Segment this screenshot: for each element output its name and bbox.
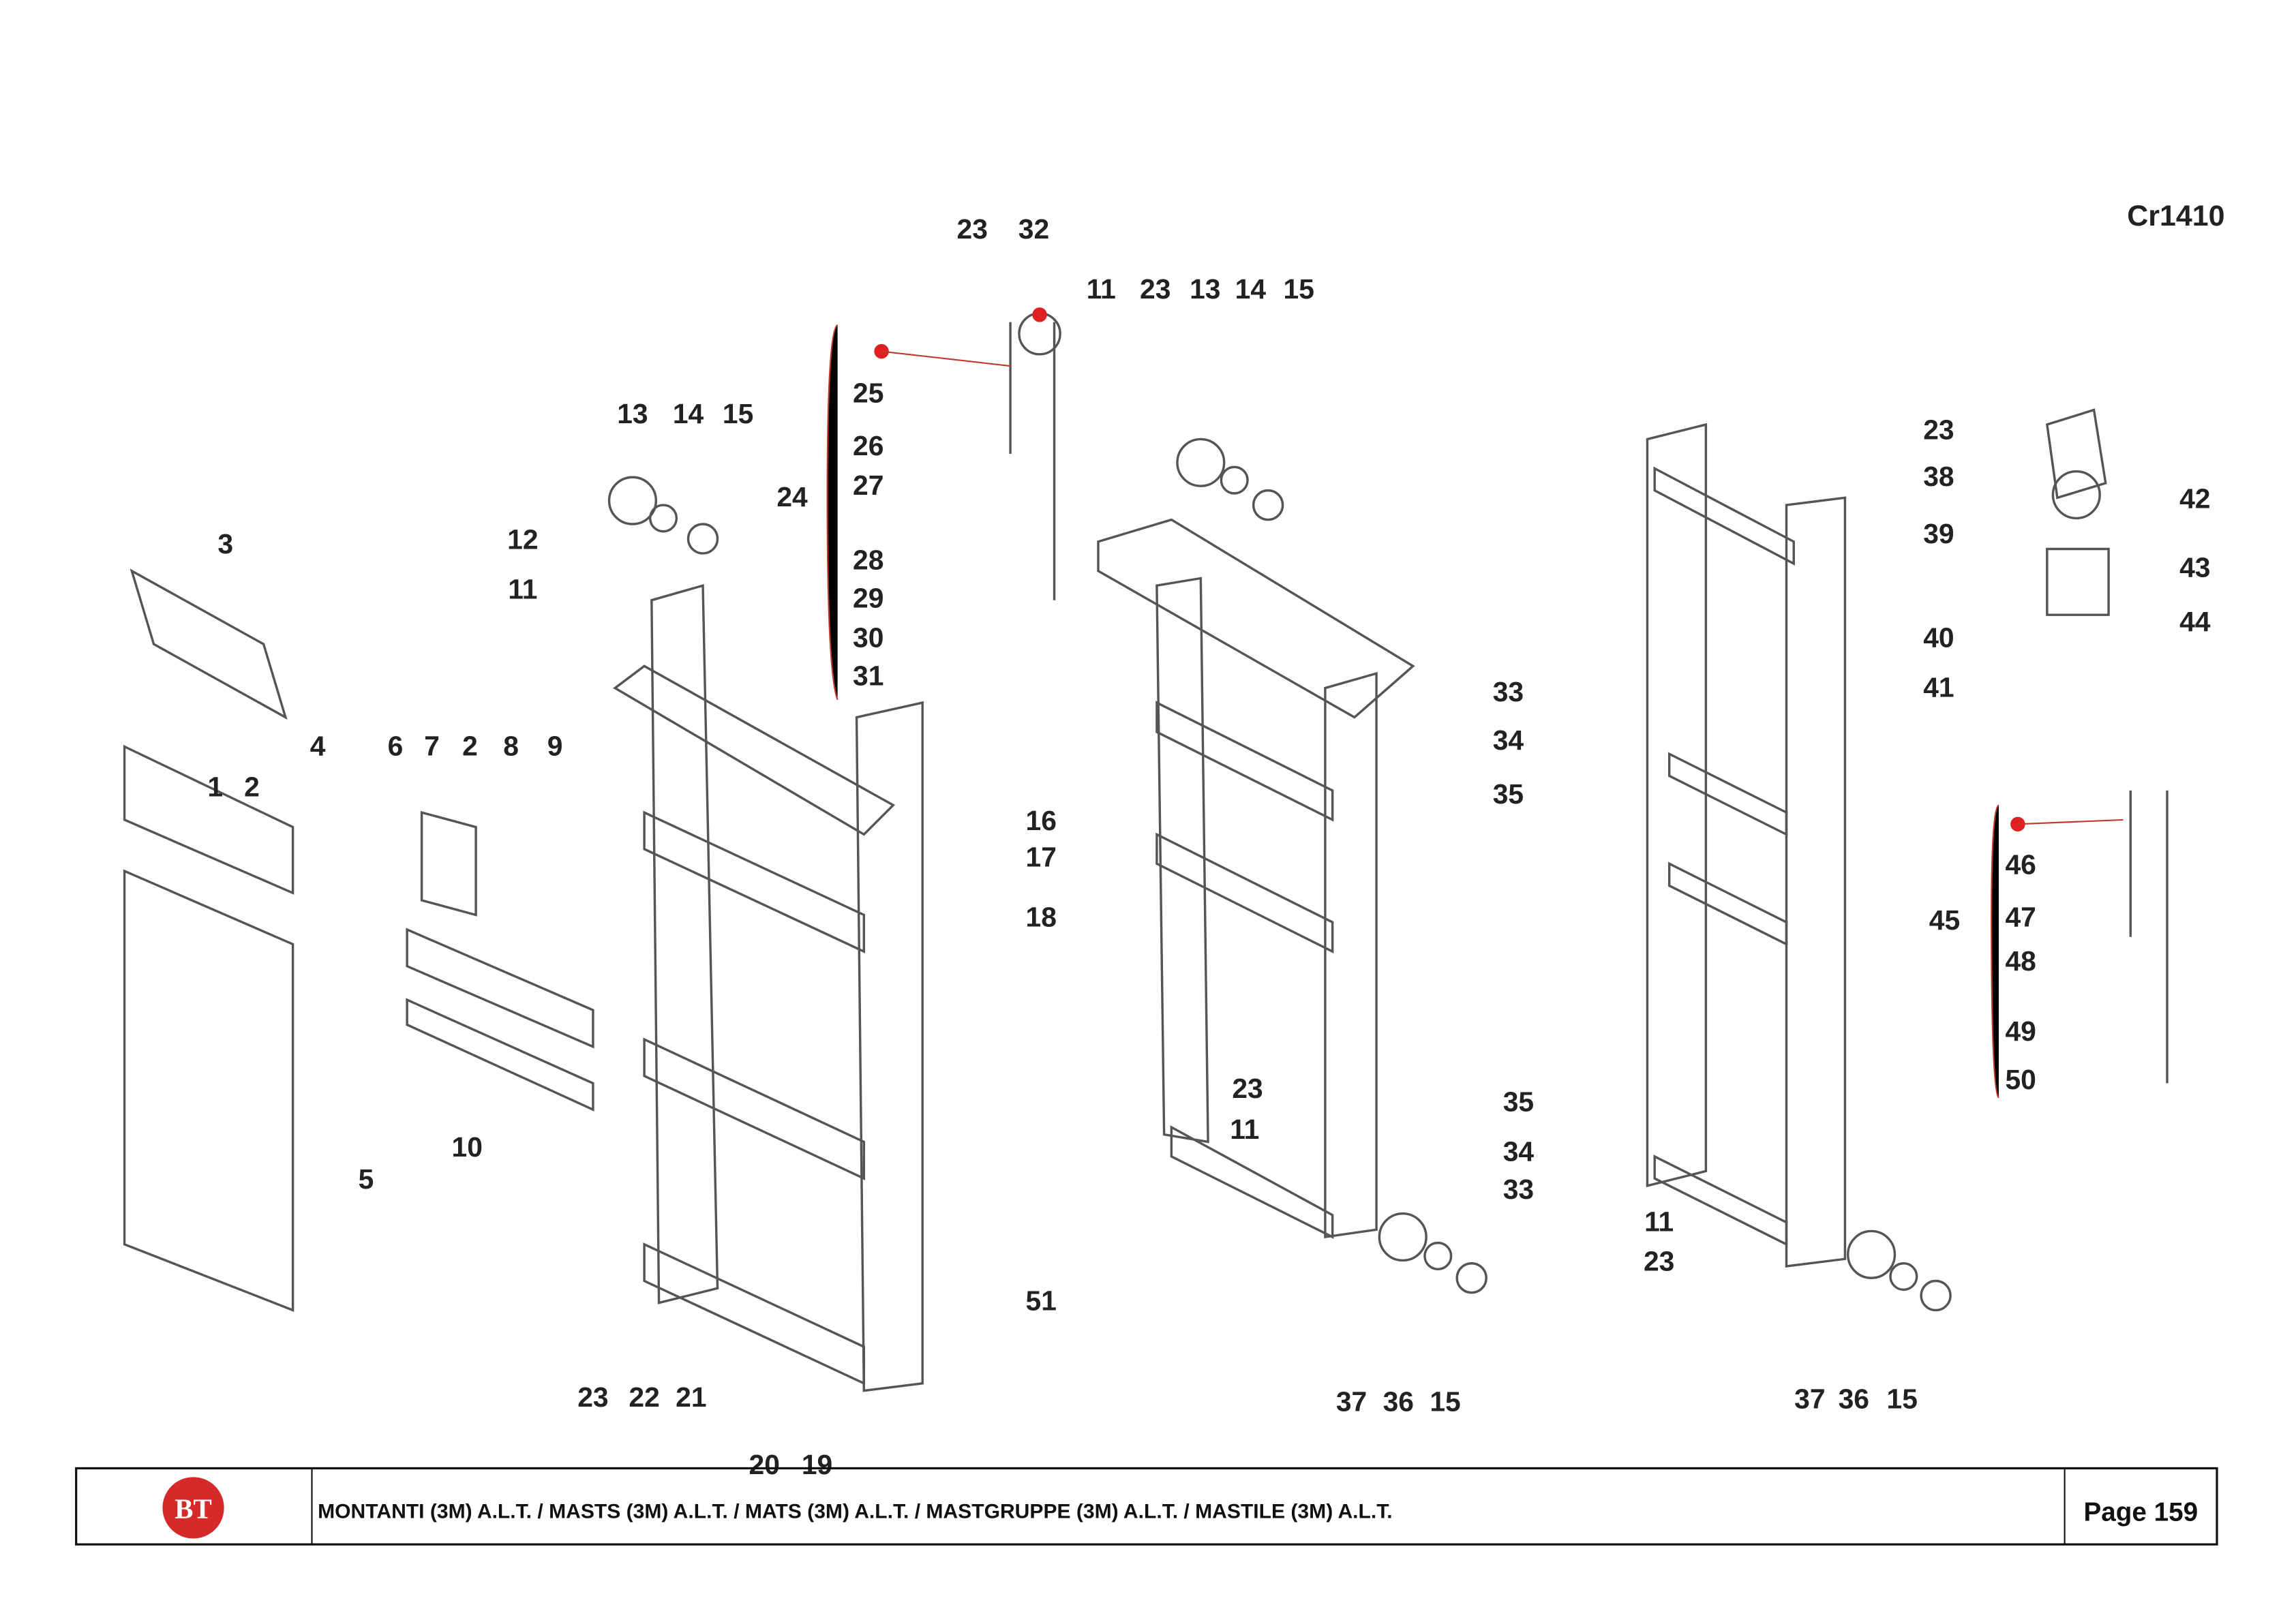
callout-number: 14 <box>1235 273 1267 305</box>
callout-number: 12 <box>507 524 538 555</box>
callout-number: 11 <box>1230 1114 1259 1145</box>
callout-number: 47 <box>2005 902 2036 933</box>
callout-number: 37 <box>1794 1383 1825 1414</box>
callout-number: 44 <box>2179 606 2211 637</box>
callout-number: 11 <box>1087 273 1116 305</box>
callout-number: 34 <box>1503 1135 1535 1167</box>
callout-number: 23 <box>577 1381 608 1413</box>
callout-number: 46 <box>2005 848 2036 880</box>
callout-number: 51 <box>1026 1285 1057 1316</box>
callout-number: 35 <box>1493 778 1524 810</box>
callout-number: 35 <box>1503 1086 1534 1117</box>
callout-number: 30 <box>853 622 883 653</box>
callout-number: 9 <box>547 730 563 761</box>
callout-number: 20 <box>749 1449 780 1480</box>
callout-number: 28 <box>853 545 883 576</box>
callout-number: 32 <box>1018 213 1049 245</box>
callout-number: 23 <box>1140 273 1170 305</box>
callout-number: 40 <box>1923 622 1954 653</box>
callout-number: 24 <box>776 481 808 512</box>
callout-number: 31 <box>853 660 883 691</box>
chains-and-rollers <box>607 311 2169 1312</box>
callout-number: 23 <box>957 213 988 245</box>
callout-number: 1 <box>207 771 223 803</box>
marker-dot <box>1032 307 1047 322</box>
callout-number: 49 <box>2005 1015 2036 1047</box>
callout-number: 29 <box>853 582 883 613</box>
callout-number: 19 <box>802 1449 832 1480</box>
callout-number: 23 <box>1232 1073 1263 1104</box>
callout-number: 16 <box>1026 805 1057 836</box>
callout-number: 36 <box>1839 1383 1869 1414</box>
footer-title: MONTANTI (3M) A.L.T. / MASTS (3M) A.L.T.… <box>318 1500 1393 1522</box>
callout-number: 11 <box>508 574 537 605</box>
callout-number: 2 <box>244 771 260 803</box>
callout-number: 25 <box>853 378 883 409</box>
callout-number: 33 <box>1503 1174 1534 1205</box>
bt-logo: BT <box>162 1477 224 1539</box>
callout-number: 27 <box>853 470 883 501</box>
callout-number: 14 <box>673 398 704 429</box>
guard-grids <box>123 568 594 1312</box>
callout-number: 5 <box>359 1163 374 1195</box>
callout-number: 4 <box>310 730 326 761</box>
callout-number: 8 <box>503 730 519 761</box>
callout-number: 13 <box>617 398 648 429</box>
callout-number: 10 <box>452 1131 483 1163</box>
footer: BT MONTANTI (3M) A.L.T. / MASTS (3M) A.L… <box>75 1467 2218 1546</box>
callout-number: 48 <box>2005 945 2036 977</box>
callout-number: 34 <box>1493 724 1524 756</box>
callout-number: 13 <box>1190 273 1220 305</box>
callout-number: 33 <box>1493 676 1524 707</box>
mast-outer-left <box>613 583 924 1392</box>
callout-number: 37 <box>1336 1386 1367 1418</box>
callout-number: 15 <box>1284 273 1314 305</box>
callout-number: 15 <box>1430 1386 1460 1418</box>
callout-number: 17 <box>1026 842 1057 873</box>
callout-number: 7 <box>424 730 440 761</box>
svg-text:BT: BT <box>175 1493 211 1524</box>
callout-number: 2 <box>462 730 478 761</box>
callout-number: 39 <box>1923 518 1954 549</box>
callout-number: 21 <box>676 1381 706 1413</box>
callout-number: 22 <box>629 1381 659 1413</box>
mast-inner <box>1646 423 1847 1268</box>
drawing-code: Cr1410 <box>2127 200 2224 232</box>
page-number: Page 159 <box>2083 1498 2198 1527</box>
callout-number: 23 <box>1644 1245 1674 1276</box>
mast-middle <box>1097 518 1415 1239</box>
callout-number: 43 <box>2179 551 2210 583</box>
callout-number: 6 <box>388 730 404 761</box>
callout-number: 36 <box>1383 1386 1414 1418</box>
callout-number: 26 <box>853 430 883 461</box>
callout-number: 42 <box>2179 483 2210 514</box>
callout-number: 15 <box>1887 1383 1918 1414</box>
callout-number: 15 <box>723 398 753 429</box>
callout-number: 18 <box>1026 902 1057 933</box>
callout-number: 41 <box>1923 671 1954 703</box>
callout-number: 23 <box>1923 414 1954 445</box>
callout-number: 50 <box>2005 1064 2036 1095</box>
callout-number: 11 <box>1644 1206 1674 1237</box>
callout-number: 45 <box>1929 904 1960 936</box>
callout-number: 3 <box>217 528 233 560</box>
callout-number: 38 <box>1923 461 1954 492</box>
